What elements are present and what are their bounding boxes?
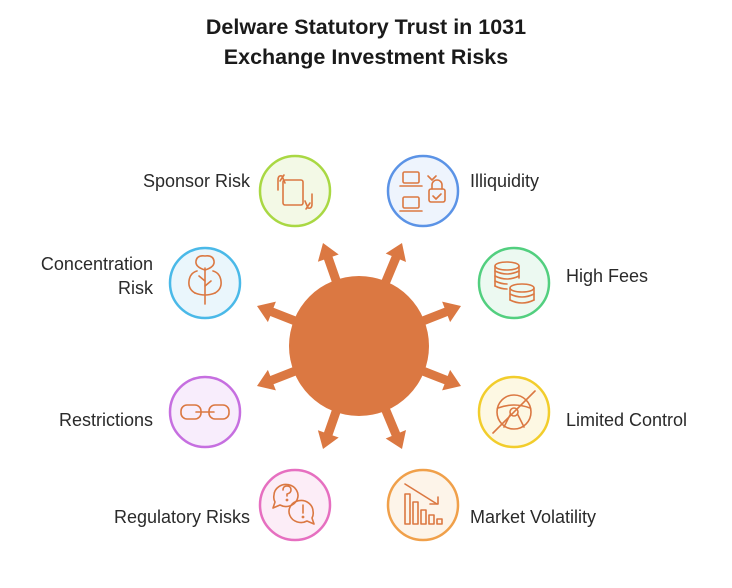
limited-control-label: Limited Control bbox=[566, 410, 687, 430]
risk-node-concentration: Concentration Risk bbox=[41, 246, 242, 320]
illiquidity-circle bbox=[386, 154, 460, 228]
question-exclamation-bubbles-icon bbox=[272, 483, 315, 525]
risk-node-market-volatility: Market Volatility bbox=[386, 468, 596, 542]
coin-stacks-icon bbox=[494, 261, 535, 304]
sponsor-circle bbox=[258, 154, 332, 228]
regulatory-circle bbox=[258, 468, 332, 542]
risk-node-limited-control: Limited Control bbox=[477, 375, 687, 449]
risk-node-illiquidity: Illiquidity bbox=[386, 154, 539, 228]
market-volatility-circle bbox=[386, 468, 460, 542]
declining-bar-chart-icon bbox=[404, 483, 443, 525]
risk-node-sponsor: Sponsor Risk bbox=[143, 154, 332, 228]
laptop-lock-icon bbox=[399, 171, 446, 212]
page-title: Delware Statutory Trust in 1031 Exchange… bbox=[0, 12, 732, 72]
document-hands-icon bbox=[277, 174, 313, 210]
chain-link-icon bbox=[180, 404, 230, 420]
risk-node-regulatory: Regulatory Risks bbox=[114, 468, 332, 542]
market-volatility-label: Market Volatility bbox=[470, 507, 596, 527]
concentration-label-line-2: Risk bbox=[118, 278, 154, 298]
regulatory-label: Regulatory Risks bbox=[114, 507, 250, 527]
concentration-label-line-1: Concentration bbox=[41, 254, 153, 274]
high-fees-label: High Fees bbox=[566, 266, 648, 286]
restrictions-label: Restrictions bbox=[59, 410, 153, 430]
illiquidity-label: Illiquidity bbox=[470, 171, 539, 191]
risk-node-restrictions: Restrictions bbox=[59, 375, 242, 449]
sponsor-label: Sponsor Risk bbox=[143, 171, 251, 191]
steering-wheel-crossed-icon bbox=[492, 390, 536, 434]
high-fees-circle bbox=[477, 246, 551, 320]
tree-icon bbox=[188, 255, 222, 305]
title-line-1: Delware Statutory Trust in 1031 bbox=[205, 15, 527, 39]
central-hub bbox=[289, 276, 429, 416]
risk-node-high-fees: High Fees bbox=[477, 246, 648, 320]
title-line-2: Exchange Investment Risks bbox=[223, 45, 509, 69]
